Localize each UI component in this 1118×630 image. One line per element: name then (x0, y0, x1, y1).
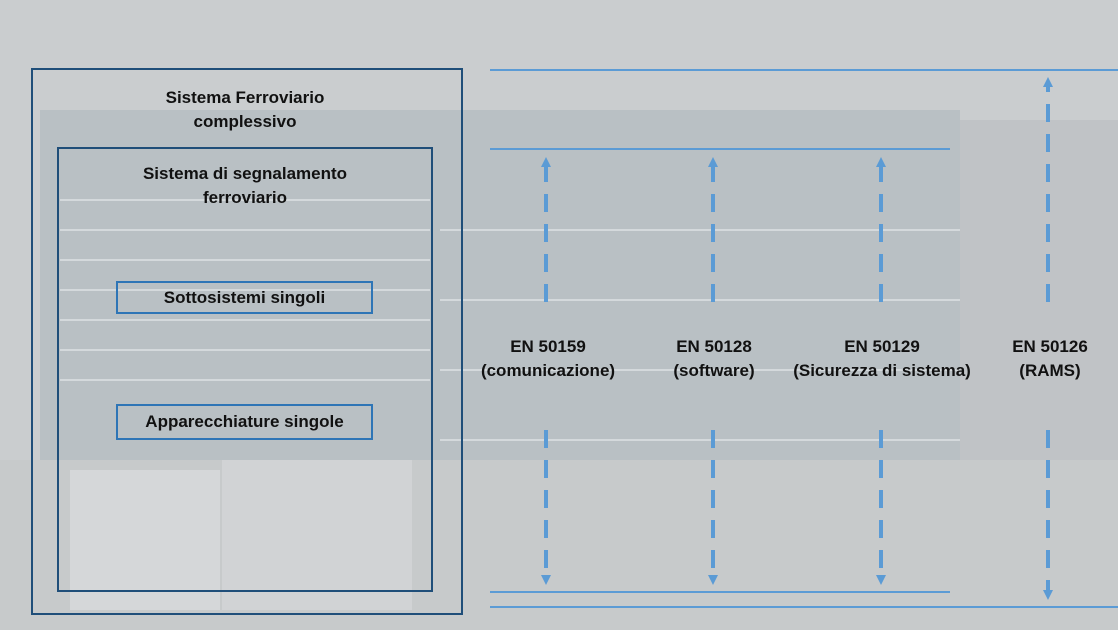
signalling-system-box (57, 147, 433, 592)
overall-railway-system-box (31, 68, 463, 615)
standard-en50129-label: EN 50129 (Sicurezza di sistema) (790, 335, 974, 383)
standard-en50159-label: EN 50159 (comunicazione) (458, 335, 638, 383)
standard-scope: (Sicurezza di sistema) (793, 361, 971, 380)
equipment-box: Apparecchiature singole (116, 404, 373, 440)
standard-scope: (RAMS) (1019, 361, 1081, 380)
standard-code: EN 50159 (510, 337, 586, 356)
standard-scope: (comunicazione) (480, 361, 616, 380)
standard-code: EN 50126 (1012, 337, 1088, 356)
overall-railway-system-label: Sistema Ferroviario complessivo (165, 88, 325, 131)
standard-en50128-label: EN 50128 (software) (624, 335, 804, 383)
standard-code: EN 50128 (676, 337, 752, 356)
subsystems-box: Sottosistemi singoli (116, 281, 373, 314)
standard-scope: (software) (673, 361, 755, 380)
standard-en50126-label: EN 50126 (RAMS) (960, 335, 1118, 383)
signalling-system-label: Sistema di segnalamento ferroviario (142, 164, 348, 207)
standard-code: EN 50129 (844, 337, 920, 356)
